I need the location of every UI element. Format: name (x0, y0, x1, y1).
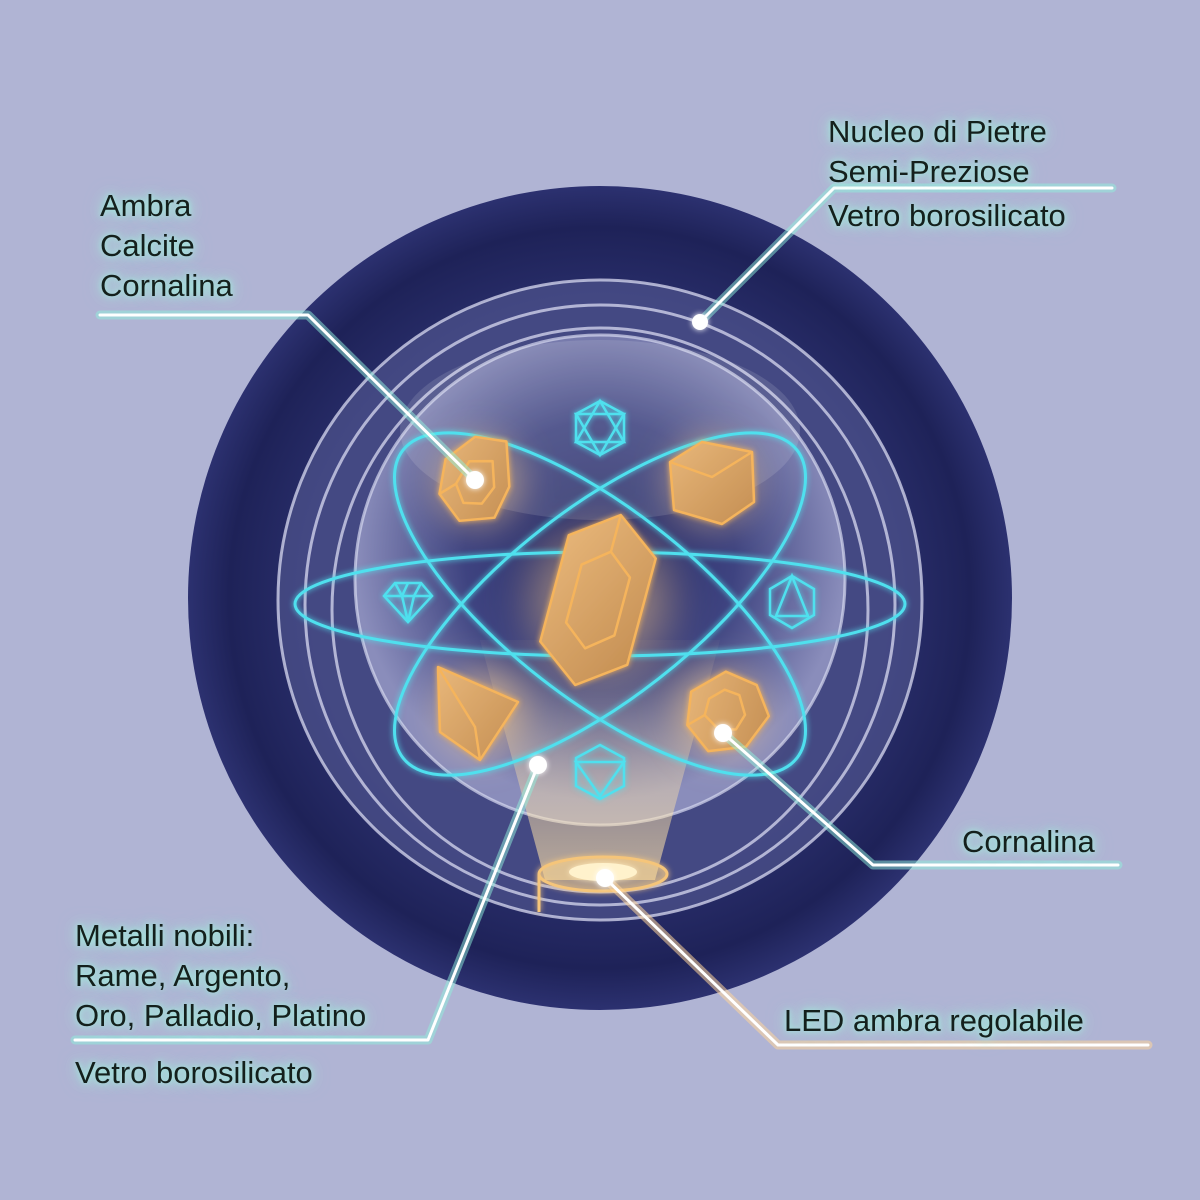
octahedron-icon (768, 572, 816, 630)
label-borosilicate-glass-top: Vetro borosilicato (828, 196, 1066, 236)
leader-line-bottom-left (70, 760, 543, 1045)
label-noble-metals: Metalli nobili: Rame, Argento, Oro, Pall… (75, 916, 366, 1036)
central-hexagonal-crystal (539, 513, 657, 687)
octahedron-gem (436, 665, 520, 762)
label-line: Oro, Palladio, Platino (75, 998, 367, 1033)
leader-line-bottom-right (600, 873, 1153, 1050)
leader-line-right (718, 728, 1123, 870)
label-line: Cornalina (962, 824, 1095, 859)
label-line: Vetro borosilicato (75, 1055, 313, 1090)
label-amber-calcite-carnelian: Ambra Calcite Cornalina (100, 186, 233, 306)
label-carnelian: Cornalina (962, 822, 1095, 862)
callout-dot-teardrop (466, 471, 484, 489)
cube-gem (668, 440, 756, 526)
label-line: Calcite (100, 228, 195, 263)
label-amber-led: LED ambra regolabile (784, 1001, 1084, 1041)
label-line: Cornalina (100, 268, 233, 303)
leader-line-top-left (95, 310, 480, 485)
callout-dot-cornalina (714, 724, 732, 742)
icosahedron-bottom-icon (573, 743, 627, 801)
label-line: Semi-Preziose (828, 154, 1030, 189)
callout-dot-metals (529, 756, 547, 774)
callout-dot-led (596, 869, 614, 887)
label-line: LED ambra regolabile (784, 1003, 1084, 1038)
label-core-gemstones: Nucleo di Pietre Semi-Preziose (828, 112, 1047, 192)
leader-line-top-right (695, 183, 1117, 327)
icosahedron-icon (573, 398, 627, 458)
callout-dot-glass (692, 314, 708, 330)
diamond-icon (382, 581, 434, 624)
label-borosilicate-glass-bottom: Vetro borosilicato (75, 1053, 313, 1093)
label-line: Rame, Argento, (75, 958, 291, 993)
label-line: Vetro borosilicato (828, 198, 1066, 233)
label-line: Metalli nobili: (75, 918, 255, 953)
label-line: Ambra (100, 188, 192, 223)
label-line: Nucleo di Pietre (828, 114, 1047, 149)
